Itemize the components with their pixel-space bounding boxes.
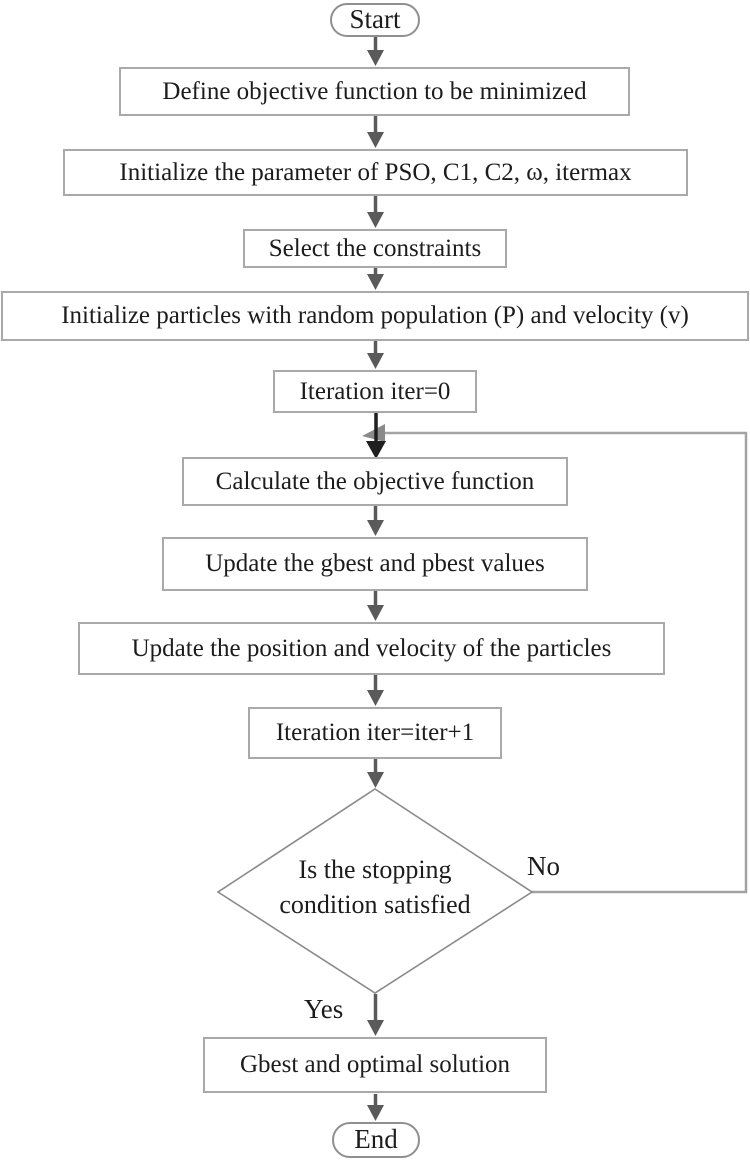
arrowhead-icon: [367, 690, 384, 706]
no-branch-line: [382, 431, 748, 894]
arrowhead-icon: [367, 772, 384, 788]
node-end: End: [332, 1122, 420, 1158]
node-update-pos-vel: Update the position and velocity of the …: [78, 622, 665, 675]
node-update-best: Update the gbest and pbest values: [162, 537, 588, 591]
node-select-constraints: Select the constraints: [243, 229, 507, 268]
arrowhead-icon: [367, 274, 384, 290]
node-gbest-solution: Gbest and optimal solution: [203, 1037, 547, 1093]
arrowhead-icon: [367, 353, 384, 369]
decision-diamond: [216, 788, 534, 994]
no-branch-arrowhead-icon: [362, 424, 385, 442]
arrowhead-icon: [367, 520, 384, 536]
node-stopping-check-label: Is the stopping condition satisfied: [279, 855, 471, 920]
arrowhead-icon: [367, 132, 384, 148]
arrowhead-icon: [367, 605, 384, 621]
node-start: Start: [330, 3, 420, 37]
arrowhead-icon: [367, 1105, 384, 1121]
node-calc-objective: Calculate the objective function: [182, 457, 568, 506]
arrowhead-icon: [367, 50, 384, 66]
node-init-parameters: Initialize the parameter of PSO, C1, C2,…: [63, 149, 688, 196]
arrowhead-icon: [367, 212, 384, 228]
flow-arrowheads: [367, 50, 384, 1121]
no-branch-label: No: [527, 851, 560, 881]
node-define-objective: Define objective function to be minimize…: [119, 67, 630, 116]
merge-arrowhead-icon: [366, 441, 386, 459]
node-iteration-zero: Iteration iter=0: [273, 370, 477, 413]
yes-branch-label: Yes: [304, 994, 344, 1024]
node-iteration-inc: Iteration iter=iter+1: [248, 707, 502, 759]
node-init-particles: Initialize particles with random populat…: [1, 291, 749, 341]
arrowhead-icon: [367, 1020, 384, 1036]
